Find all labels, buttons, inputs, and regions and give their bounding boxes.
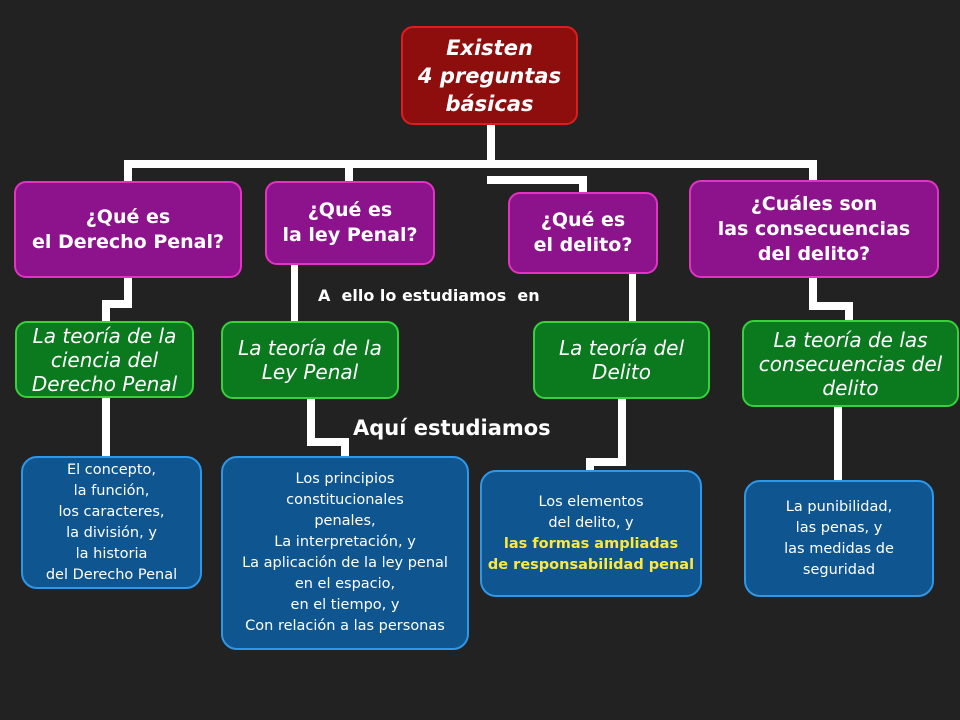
detail-ley-penal: Los principios constitucionales penales,… [221, 456, 469, 650]
connector-q3-to-t3 [629, 272, 636, 324]
detail-delito-highlight: las formas ampliadas de responsabilidad … [487, 535, 695, 573]
theory-delito-text: La teoría del Delito [558, 336, 685, 384]
theory-ley-penal-text: La teoría de la Ley Penal [238, 336, 382, 384]
connector-q1-to-t1-h [102, 300, 132, 308]
root-text: Existen 4 preguntas básicas [417, 35, 562, 116]
question-derecho-penal: ¿Qué es el Derecho Penal? [14, 181, 242, 278]
connector-q1-to-t1-v1 [124, 276, 132, 308]
connector-bar-to-q3-v [579, 176, 587, 194]
question-delito: ¿Qué es el delito? [508, 192, 658, 274]
detail-delito-text: Los elementos del delito, y [538, 493, 644, 531]
connector-horizontal-bar [124, 160, 817, 168]
connector-q1-to-t1-v2 [102, 300, 110, 324]
theory-ley-penal: La teoría de la Ley Penal [221, 321, 399, 399]
question-ley-penal-text: ¿Qué es la ley Penal? [282, 199, 418, 246]
label-aqui-estudiamos: Aquí estudiamos [353, 416, 551, 440]
theory-ciencia-derecho-penal: La teoría de la ciencia del Derecho Pena… [15, 321, 194, 398]
theory-ciencia-derecho-penal-text: La teoría de la ciencia del Derecho Pena… [31, 323, 178, 396]
connector-t1-to-d1 [102, 394, 110, 458]
connector-bar-to-q4 [809, 160, 817, 184]
connector-root-stem [487, 124, 495, 168]
theory-consecuencias-text: La teoría de las consecuencias del delit… [758, 327, 943, 400]
detail-consecuencias-text: La punibilidad, las penas, y las medidas… [784, 498, 894, 578]
connector-t2-to-d2-v2 [341, 438, 349, 458]
connector-t3-to-d3-v1 [618, 396, 626, 462]
question-ley-penal: ¿Qué es la ley Penal? [265, 181, 435, 265]
detail-derecho-penal-text: El concepto, la función, los caracteres,… [45, 461, 178, 583]
detail-consecuencias: La punibilidad, las penas, y las medidas… [744, 480, 934, 597]
theory-delito: La teoría del Delito [533, 321, 710, 399]
connector-q4-to-t4-h [809, 302, 853, 310]
question-derecho-penal-text: ¿Qué es el Derecho Penal? [31, 205, 225, 253]
connector-bar-to-q2 [345, 160, 353, 184]
connector-bar-to-q1 [124, 160, 132, 184]
detail-delito: Los elementos del delito, y las formas a… [480, 470, 702, 597]
connector-q4-to-t4-v1 [809, 276, 817, 310]
question-delito-text: ¿Qué es el delito? [533, 209, 633, 256]
connector-t4-to-d4 [834, 405, 842, 481]
root-node: Existen 4 preguntas básicas [401, 26, 578, 125]
connector-t2-to-d2-v1 [307, 396, 315, 442]
detail-derecho-penal: El concepto, la función, los caracteres,… [21, 456, 202, 589]
question-consecuencias: ¿Cuáles son las consecuencias del delito… [689, 180, 939, 278]
theory-consecuencias: La teoría de las consecuencias del delit… [742, 320, 959, 407]
connector-t2-to-d2-h [307, 438, 349, 446]
connector-t3-to-d3-h [586, 458, 626, 466]
label-estudiamos-en: A ello lo estudiamos en [318, 286, 540, 305]
connector-q2-to-t2 [291, 262, 298, 324]
connector-q4-to-t4-v2 [845, 302, 853, 322]
connector-bar-to-q3-h [487, 176, 587, 184]
detail-ley-penal-text: Los principios constitucionales penales,… [242, 471, 448, 634]
connector-t3-to-d3-v2 [586, 458, 594, 472]
question-consecuencias-text: ¿Cuáles son las consecuencias del delito… [717, 192, 911, 265]
